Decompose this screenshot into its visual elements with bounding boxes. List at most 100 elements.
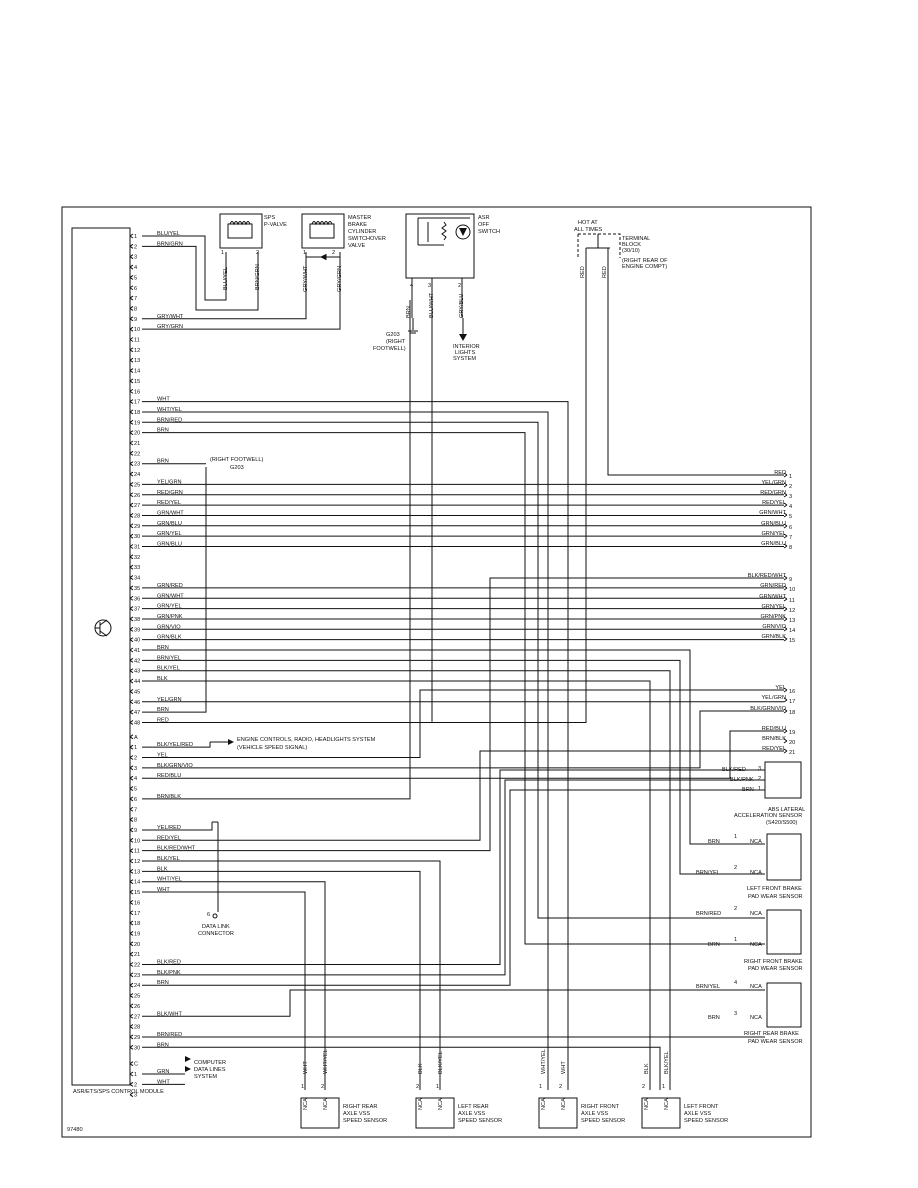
svg-text:NCA: NCA <box>750 870 762 876</box>
wire <box>142 750 784 841</box>
svg-text:NCA: NCA <box>750 911 762 917</box>
svg-text:PAD WEAR SENSOR: PAD WEAR SENSOR <box>748 894 803 900</box>
pin-terminal <box>129 337 134 342</box>
svg-text:BRN: BRN <box>708 942 720 948</box>
right-connector-terminal <box>783 482 788 488</box>
pin-number: 17 <box>134 911 140 917</box>
pin-number: 35 <box>134 586 140 592</box>
wire-label: GRN/PNK <box>157 614 183 620</box>
svg-text:BRN: BRN <box>708 839 720 845</box>
wire-label: BLK/RED <box>157 960 181 966</box>
pin-terminal <box>129 744 134 750</box>
pin-number: 2 <box>134 1082 137 1088</box>
right-connector-wire-label: GRN/PNK <box>761 614 787 620</box>
svg-text:G203: G203 <box>386 332 400 338</box>
svg-text:GRY/BLU: GRY/BLU <box>459 294 465 318</box>
svg-text:2: 2 <box>734 865 737 871</box>
pin-number: 9 <box>134 317 137 323</box>
svg-text:2: 2 <box>734 906 737 912</box>
pin-number: 15 <box>134 379 140 385</box>
left-front-pad-wear-sensor: NCA NCA 1 2 BRN BRN/YEL LEFT FRONT BRAKE… <box>696 833 803 900</box>
svg-text:3: 3 <box>758 766 761 772</box>
drawing-id: 97480 <box>67 1127 83 1133</box>
wire <box>142 401 569 1090</box>
pin-number: 37 <box>134 607 140 613</box>
wire-label: WHT/YEL <box>157 877 182 883</box>
switchover-valve: MASTER BRAKE CYLINDER SWITCHOVER VALVE 1… <box>301 213 386 292</box>
right-connector-terminal <box>783 585 788 591</box>
left-rear-axle-vss: LEFT REAR AXLE VSS SPEED SENSOR 2 1 BLK … <box>415 1051 502 1129</box>
wire <box>142 769 765 965</box>
pin-number: 45 <box>134 689 140 695</box>
pin-number: 21 <box>134 441 140 447</box>
svg-text:SPEED SENSOR: SPEED SENSOR <box>458 1118 502 1124</box>
svg-text:BLK/RED: BLK/RED <box>722 767 746 773</box>
pin-number: 12 <box>134 859 140 865</box>
right-connector-pin: 11 <box>789 598 795 604</box>
svg-text:GRY/GRN: GRY/GRN <box>337 266 343 292</box>
pin-terminal <box>129 755 134 760</box>
svg-text:PAD WEAR SENSOR: PAD WEAR SENSOR <box>748 966 803 972</box>
pin-number: 18 <box>134 921 140 927</box>
wire-label: BRN <box>157 1042 169 1048</box>
svg-text:2: 2 <box>332 250 335 256</box>
right-connector-wire-label: GRN/BLK <box>761 634 786 640</box>
pin-number: 42 <box>134 658 140 664</box>
svg-text:BRAKE: BRAKE <box>348 222 367 228</box>
wire-label: GRN/BLK <box>157 635 182 641</box>
pin-terminal <box>129 554 134 560</box>
wire <box>142 689 784 758</box>
svg-text:4: 4 <box>734 980 737 986</box>
pin-number: 1 <box>134 745 137 751</box>
svg-text:SWITCHOVER: SWITCHOVER <box>348 236 386 242</box>
right-connector-pin: 1 <box>789 474 792 480</box>
pin-number: 24 <box>134 472 140 478</box>
wire <box>142 789 765 986</box>
pin-number: 25 <box>134 482 140 488</box>
transistor-icon <box>94 619 112 637</box>
right-connector-pin: 18 <box>789 710 795 716</box>
svg-text:RIGHT REAR: RIGHT REAR <box>343 1104 377 1110</box>
wire-label: RED/YEL <box>157 500 181 506</box>
pin-terminal <box>129 786 134 791</box>
pin-terminal <box>129 1044 134 1050</box>
svg-text:BLK/YEL: BLK/YEL <box>438 1051 444 1074</box>
svg-text:3: 3 <box>428 283 431 289</box>
pin-number: 13 <box>134 869 140 875</box>
right-connector-terminal <box>783 708 788 714</box>
pin-number: 34 <box>134 576 140 582</box>
right-connector-wire-label: RED/BLU <box>762 726 786 732</box>
svg-text:NCA: NCA <box>644 1098 650 1110</box>
right-connector-terminal <box>783 575 788 581</box>
pin-number: 6 <box>134 797 137 803</box>
svg-text:LEFT FRONT BRAKE: LEFT FRONT BRAKE <box>747 886 802 892</box>
ground-g203-top: G203 (RIGHT FOOTWELL) <box>373 318 418 352</box>
pin-terminal <box>129 347 134 353</box>
pin-terminal <box>129 264 134 270</box>
wire-label: BLK <box>157 866 168 872</box>
right-connector-pin: 15 <box>789 638 795 644</box>
pin-terminal <box>129 765 134 771</box>
svg-text:SYSTEM: SYSTEM <box>194 1074 217 1080</box>
wire <box>142 742 211 748</box>
pin-terminal <box>129 972 134 978</box>
wire <box>142 300 411 800</box>
svg-text:NCA: NCA <box>438 1098 444 1110</box>
svg-text:HOT AT: HOT AT <box>578 220 598 226</box>
pin-terminal <box>129 295 134 301</box>
pin-terminal <box>129 595 134 601</box>
pin-terminal <box>129 544 134 549</box>
sps-title-1: SPS <box>264 215 275 221</box>
pin-terminal <box>129 920 134 926</box>
svg-text:LIGHTS: LIGHTS <box>455 350 475 356</box>
wire-label: BRN <box>157 980 169 986</box>
pin-terminal <box>129 533 134 539</box>
svg-text:CYLINDER: CYLINDER <box>348 229 376 235</box>
svg-text:NCA: NCA <box>561 1098 567 1110</box>
svg-text:1: 1 <box>758 786 761 792</box>
wire-label: YEL/RED <box>157 825 181 831</box>
pin-terminal <box>129 1071 134 1077</box>
right-connector-pin: 16 <box>789 689 795 695</box>
pin-terminal <box>129 502 134 508</box>
svg-text:BRN/RED: BRN/RED <box>696 911 721 917</box>
